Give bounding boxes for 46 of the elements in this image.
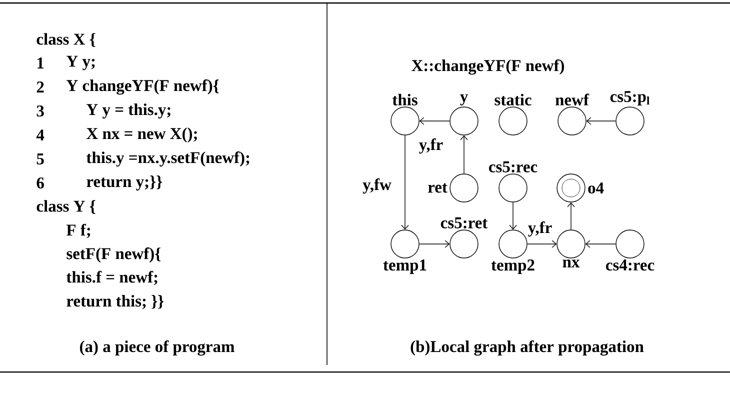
- node-label: cs5:p$_{l}$: [610, 91, 650, 106]
- code-line: return this; }}: [66, 295, 164, 309]
- code-line: class Y {: [36, 200, 96, 214]
- arrow: [567, 202, 575, 230]
- node-label: this: [392, 94, 418, 106]
- code-line: X nx = new X();: [86, 128, 197, 142]
- code-line: Y y;: [66, 56, 95, 70]
- code-line: Y y = this.y;: [86, 104, 170, 118]
- code-line: Y changeYF(F newf){: [66, 79, 219, 95]
- edge-label: y,fr: [418, 138, 444, 154]
- node-label: nx: [562, 260, 580, 268]
- arrow: [586, 117, 616, 125]
- line-number: 5: [36, 154, 44, 164]
- code-line: class X {: [36, 33, 96, 47]
- line-number: 4: [36, 130, 44, 140]
- code-line: return y;}}: [86, 176, 162, 190]
- node-label: temp2: [491, 260, 534, 274]
- node-label: newf: [556, 94, 590, 106]
- node-label: y: [460, 94, 468, 106]
- arrow: [419, 117, 450, 125]
- arrow: [527, 240, 557, 248]
- edge-label: y,fr: [527, 220, 553, 238]
- arrow: [401, 135, 409, 230]
- line-number: 3: [36, 105, 44, 117]
- code-line: F f;: [66, 224, 90, 238]
- node-label: cs5:ret: [440, 217, 488, 228]
- line-number: 1: [38, 58, 44, 68]
- node-label: o4: [588, 182, 604, 194]
- node-label: static: [494, 94, 532, 106]
- line-number: 2: [36, 82, 44, 92]
- arrow: [460, 135, 468, 174]
- node-label: cs4:rec: [606, 260, 654, 271]
- arrow: [509, 202, 517, 230]
- edge-label: y,fw: [362, 178, 392, 194]
- arrow: [419, 240, 450, 248]
- panel-heading: X::changeYF(F newf): [412, 59, 564, 75]
- panel-caption: (b)Local graph after propagation: [410, 340, 644, 356]
- arrow: [585, 240, 616, 248]
- node-label: temp1: [383, 260, 426, 274]
- panel-caption: (a) a piece of program: [80, 340, 234, 356]
- node-label: cs5:rec: [489, 161, 538, 172]
- code-line: this.f = newf;: [66, 270, 158, 286]
- code-line: this.y =nx.y.setF(newf);: [86, 151, 250, 167]
- node-label: ret: [428, 183, 448, 193]
- code-line: setF(F newf){: [66, 247, 160, 263]
- line-number: 6: [36, 177, 44, 189]
